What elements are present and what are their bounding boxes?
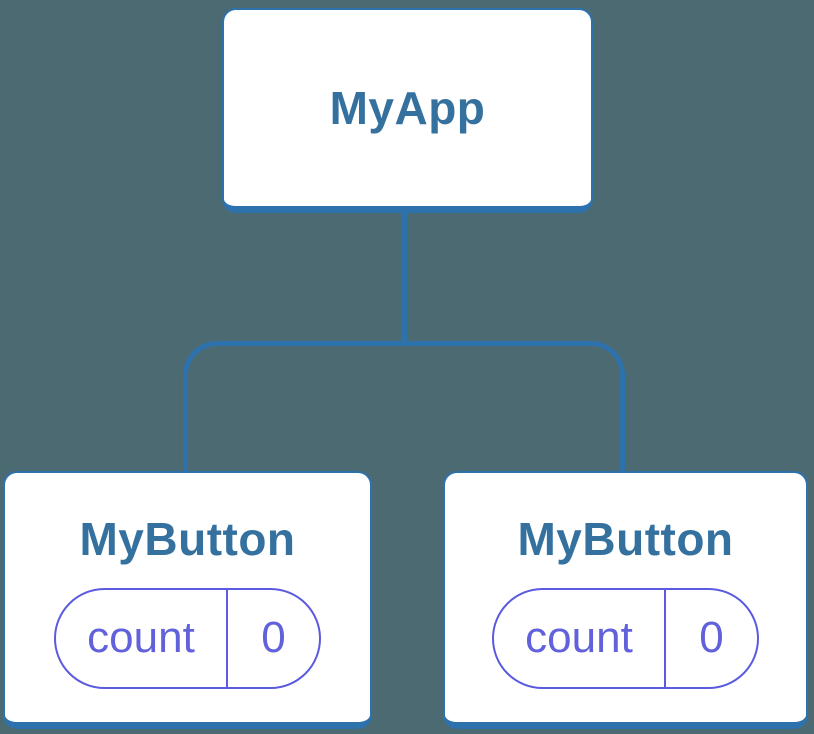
- state-pill: count 0: [54, 587, 321, 689]
- component-label: MyButton: [79, 513, 296, 565]
- component-label: MyApp: [329, 81, 486, 134]
- component-label: MyButton: [517, 513, 734, 565]
- component-node-child-left: MyButton count 0: [3, 471, 372, 729]
- state-pill: count 0: [492, 587, 759, 689]
- component-node-child-right: MyButton count 0: [443, 471, 808, 729]
- state-value: 0: [261, 613, 286, 663]
- state-value: 0: [699, 613, 724, 663]
- state-key: count: [56, 589, 228, 687]
- tree-connector-stem: [402, 211, 407, 344]
- component-node-root: MyApp: [222, 8, 593, 213]
- tree-connector-bracket: [183, 341, 625, 471]
- state-key: count: [494, 589, 666, 687]
